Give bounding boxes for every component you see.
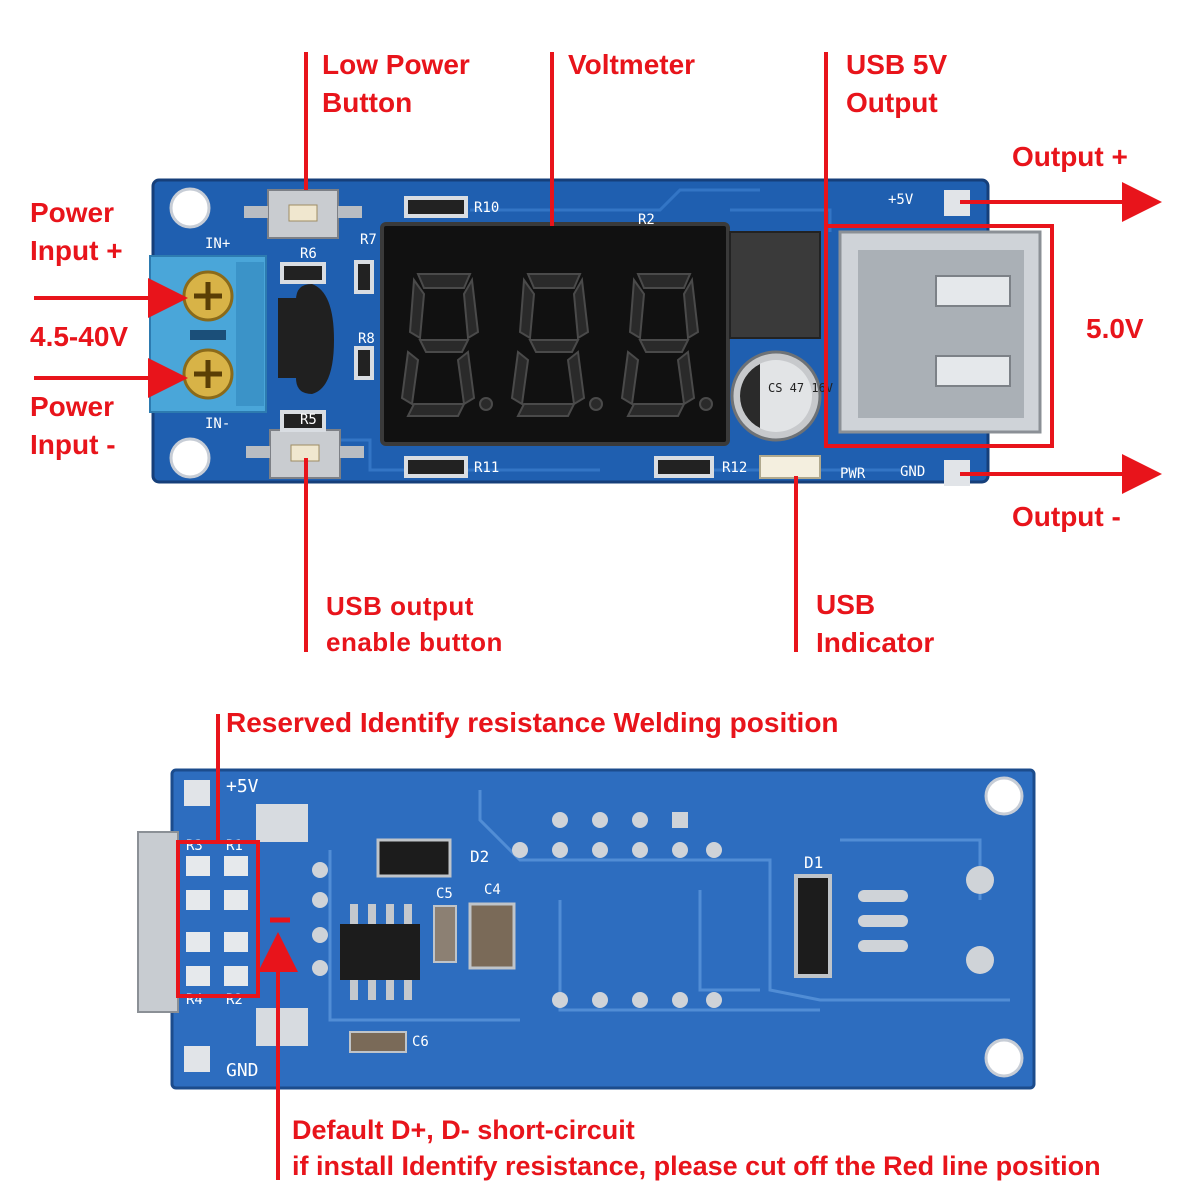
label-install-identify-note: if install Identify resistance, please c… <box>292 1151 1101 1181</box>
label-usb-indicator-line2: Indicator <box>816 627 935 658</box>
label-output-plus: Output + <box>1012 141 1128 172</box>
label-voltmeter: Voltmeter <box>568 49 696 80</box>
label-usb-indicator-line1: USB <box>816 589 876 620</box>
label-output-minus: Output - <box>1012 501 1121 532</box>
silk-back-d2: D2 <box>470 847 489 866</box>
label-usb5v-line1: USB 5V <box>846 49 948 80</box>
front-usb-port <box>838 230 1042 434</box>
silk-r2: R2 <box>638 212 655 228</box>
back-pad-large-bottom <box>256 1008 308 1046</box>
back-cap-c5 <box>433 905 457 963</box>
back-pad-large-top <box>256 804 308 842</box>
back-usb-edge <box>137 831 179 1013</box>
front-smd-components <box>280 196 714 478</box>
front-mount-hole-tl <box>169 187 211 229</box>
silk-gnd: GND <box>900 464 925 480</box>
label-power-in-plus-line2: Input + <box>30 235 123 266</box>
silk-back-plus5v: +5V <box>226 776 259 797</box>
silk-pwr: PWR <box>840 466 866 482</box>
silk-r11: R11 <box>474 460 499 476</box>
label-default-short-circuit: Default D+, D- short-circuit <box>292 1115 635 1145</box>
front-capacitor <box>730 350 822 442</box>
silk-back-c6: C6 <box>412 1034 429 1050</box>
label-usb-output-enable-button: USB output enable button <box>326 588 503 660</box>
label-usb-5v-output: USB 5V Output <box>846 46 947 122</box>
silk-r5: R5 <box>300 412 317 428</box>
label-usb5v-line2: Output <box>846 87 938 118</box>
back-cap-c4 <box>468 902 516 970</box>
back-vias <box>312 812 994 1008</box>
label-low-power-line2: Button <box>322 87 413 118</box>
label-power-input-plus: Power Input + <box>30 194 123 270</box>
label-usb-enable-line1: USB output <box>326 591 474 621</box>
label-low-power-button: Low Power Button <box>322 46 470 122</box>
label-five-volt: 5.0V <box>1086 313 1144 344</box>
silk-r6: R6 <box>300 246 317 262</box>
label-input-range: 4.5-40V <box>30 321 129 352</box>
label-power-input-minus: Power Input - <box>30 388 116 464</box>
label-usb-enable-line2: enable button <box>326 627 503 657</box>
back-pad-5v <box>184 780 210 806</box>
identify-resistor-pads <box>186 856 248 986</box>
annotation-lines <box>34 52 1162 1180</box>
silk-in-plus: IN+ <box>205 236 230 252</box>
silk-cap-rating: CS 47 16V <box>768 381 833 395</box>
front-inductor <box>729 231 821 339</box>
usb-indicator-led <box>759 455 821 479</box>
back-cap-c6 <box>349 1031 407 1053</box>
back-diode-d1 <box>794 874 832 978</box>
label-usb-indicator: USB Indicator <box>816 586 934 662</box>
silk-r12: R12 <box>722 460 747 476</box>
silk-r10: R10 <box>474 200 499 216</box>
label-reserved-identify-resistance: Reserved Identify resistance Welding pos… <box>226 707 839 738</box>
silk-r8: R8 <box>358 331 375 347</box>
seven-segment-display <box>380 222 730 446</box>
back-mount-hole-br <box>984 1038 1024 1078</box>
silk-back-d1: D1 <box>804 853 823 872</box>
back-pad-gnd <box>184 1046 210 1072</box>
silk-plus5v: +5V <box>888 192 914 208</box>
silk-in-minus: IN- <box>205 416 230 432</box>
back-d1-pads <box>858 890 908 952</box>
back-ic-u1 <box>340 924 420 980</box>
label-power-in-minus-line2: Input - <box>30 429 116 460</box>
label-power-in-plus-line1: Power <box>30 197 115 228</box>
back-ic-u1-pins <box>350 904 412 1000</box>
label-power-in-minus-line1: Power <box>30 391 115 422</box>
low-power-button <box>244 189 362 239</box>
silk-back-gnd: GND <box>226 1060 259 1081</box>
front-transistor <box>296 284 334 394</box>
front-mount-hole-bl <box>169 437 211 479</box>
screw-terminal <box>149 255 267 413</box>
silk-back-c4: C4 <box>484 882 501 898</box>
label-low-power-line1: Low Power <box>322 49 470 80</box>
back-mount-hole-tr <box>984 776 1024 816</box>
back-diode-d2 <box>376 838 452 878</box>
silk-back-c5: C5 <box>436 886 453 902</box>
silk-r7: R7 <box>360 232 377 248</box>
